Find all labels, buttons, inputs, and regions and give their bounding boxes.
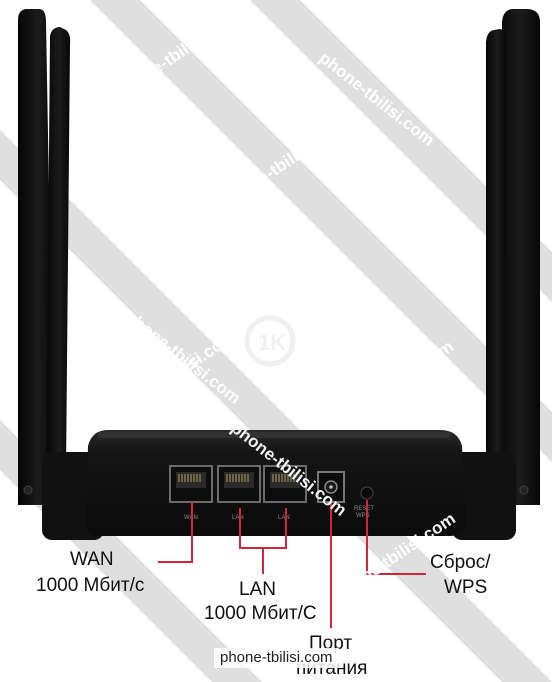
body-label-wan: WAN bbox=[184, 515, 198, 521]
left-antennas bbox=[18, 9, 104, 540]
body-label-lan1: LAN bbox=[232, 515, 244, 521]
reset-label: Сброс/ bbox=[430, 552, 491, 573]
lan-port-1 bbox=[217, 465, 261, 503]
footer-watermark: phone-tbilisi.com bbox=[214, 648, 339, 668]
body-label-reset: RESET bbox=[354, 506, 374, 512]
watermark-logo: 1K bbox=[244, 315, 296, 367]
watermark-text-7: phone-tbilisi.com bbox=[330, 337, 457, 431]
right-antennas bbox=[452, 9, 540, 540]
lan-speed-label: 1000 Мбит/С bbox=[204, 603, 317, 624]
body-label-wps: WPS bbox=[356, 513, 370, 519]
svg-text:1K: 1K bbox=[258, 330, 286, 355]
wps-label: WPS bbox=[444, 577, 488, 598]
lan-label: LAN bbox=[239, 579, 276, 600]
ethernet-ports bbox=[169, 465, 307, 503]
wan-port bbox=[169, 465, 213, 503]
reset-button bbox=[360, 486, 374, 500]
lan-port-2 bbox=[263, 465, 307, 503]
callout-lines bbox=[158, 500, 426, 628]
wan-label: WAN bbox=[70, 549, 114, 570]
body-label-lan2: LAN bbox=[278, 515, 290, 521]
wan-speed-label: 1000 Мбит/с bbox=[36, 575, 145, 596]
